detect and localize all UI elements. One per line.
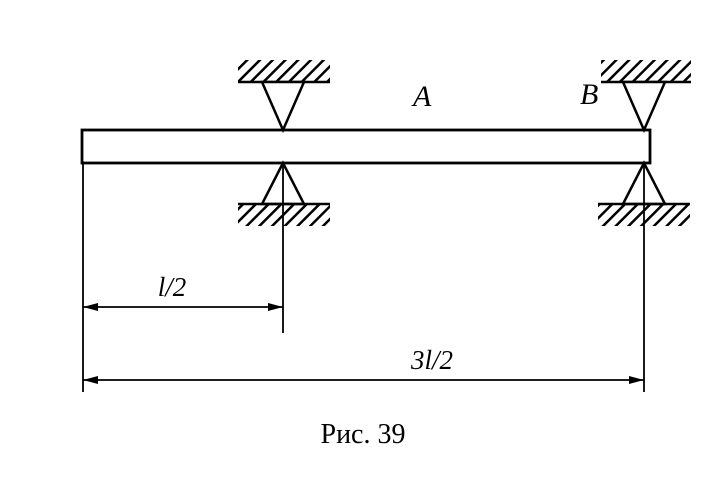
support-a-upper-triangle [260, 80, 306, 134]
dimension-full-label: 3l/2 [410, 345, 453, 375]
label-point-a: A [411, 80, 432, 113]
support-a-upper [238, 60, 330, 134]
figure-caption: Рис. 39 [321, 419, 406, 450]
support-a-upper-hatch [238, 60, 330, 82]
dimension-full-span: 3l/2 [83, 345, 644, 384]
dimension-half-span: l/2 [83, 272, 283, 311]
beam [80, 128, 652, 165]
support-b-upper-hatch [601, 60, 691, 82]
arrow-left-icon [83, 376, 98, 384]
dimension-half-label: l/2 [158, 272, 187, 302]
support-a-lower-hatch [238, 204, 330, 226]
support-a-lower [238, 160, 330, 226]
support-b-upper [601, 60, 691, 134]
arrow-right-icon [268, 303, 283, 311]
label-point-b: B [580, 78, 598, 111]
arrow-left-icon [83, 303, 98, 311]
arrow-right-icon [629, 376, 644, 384]
support-b-upper-triangle [621, 80, 667, 134]
